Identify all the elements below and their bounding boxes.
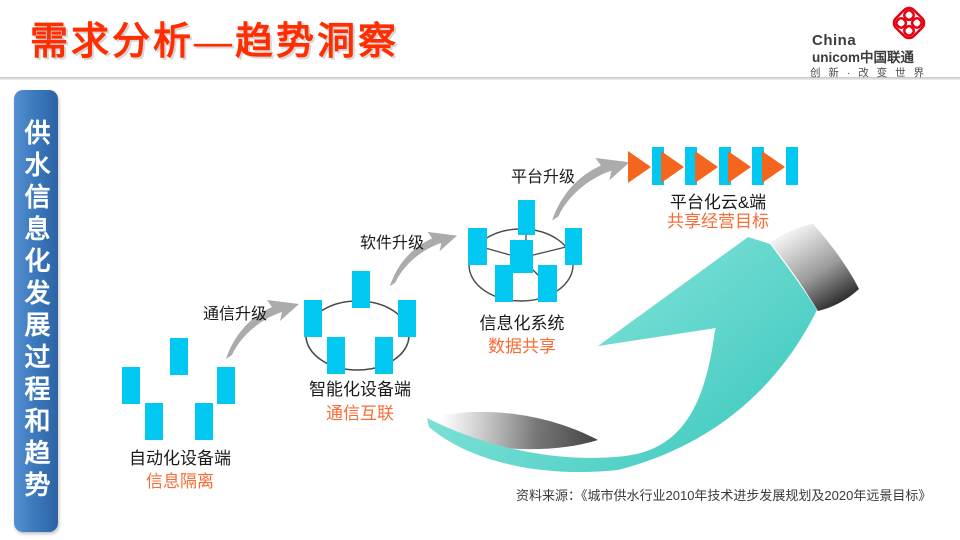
- device-node: [375, 337, 393, 374]
- vertical-banner: 供水信息化发展过程和趋势: [14, 90, 58, 532]
- page-title: 需求分析—趋势洞察: [30, 21, 400, 63]
- stage1-feature: 信息隔离: [146, 472, 214, 491]
- platform-arrow-segment: [728, 151, 751, 183]
- device-node: [538, 265, 557, 302]
- stage2-name: 智能化设备端: [309, 380, 411, 399]
- stage4-name: 平台化云&端: [669, 193, 767, 212]
- platform-arrow-segment: [695, 151, 718, 183]
- source-note: 资料来源：《城市供水行业2010年技术进步发展规划及2020年远景目标》: [516, 488, 932, 503]
- stage2-feature: 通信互联: [326, 404, 394, 423]
- device-node: [495, 265, 513, 302]
- stage1-name: 自动化设备端: [129, 449, 231, 468]
- device-node: [122, 367, 140, 404]
- brand-slogan: 创 新 · 改 变 世 界: [810, 67, 927, 79]
- device-node: [468, 228, 487, 265]
- transition3-label: 平台升级: [511, 169, 576, 186]
- china-unicom-logo: China unicom中国联通 创 新 · 改 变 世 界: [810, 4, 940, 79]
- transition2-label: 软件升级: [360, 235, 425, 252]
- device-node: [398, 300, 416, 337]
- stage3-name: 信息化系统: [479, 314, 565, 333]
- device-node: [518, 200, 535, 235]
- stage3-feature: 数据共享: [488, 337, 556, 356]
- vertical-banner-label: 供水信息化发展过程和趋势: [21, 119, 51, 503]
- header-divider: [0, 77, 960, 80]
- growth-arrow-ribbon-end: [770, 224, 859, 311]
- platform-node: [786, 147, 798, 185]
- unicom-knot-icon: [892, 6, 926, 40]
- device-node: [304, 300, 322, 337]
- brand-name-en2: unicom: [812, 50, 861, 65]
- brand-name-line2: unicom中国联通: [812, 46, 914, 66]
- platform-arrow-segment: [661, 151, 684, 183]
- device-node: [327, 337, 345, 374]
- growth-arrow-shadow: [434, 411, 598, 450]
- device-node: [352, 271, 370, 308]
- stage4-feature: 共享经营目标: [667, 212, 769, 231]
- transition1-label: 通信升级: [203, 306, 268, 323]
- device-node: [195, 403, 213, 440]
- device-node: [217, 367, 235, 404]
- brand-name-en1: China: [812, 32, 857, 49]
- brand-name-cn: 中国联通: [860, 50, 915, 65]
- device-node: [565, 228, 582, 265]
- device-node: [170, 338, 188, 375]
- device-node: [145, 403, 163, 440]
- platform-arrow-segment: [762, 151, 785, 183]
- platform-node: [752, 147, 764, 185]
- platform-node: [685, 147, 697, 185]
- device-node: [510, 240, 533, 273]
- platform-arrow-segment: [628, 151, 651, 183]
